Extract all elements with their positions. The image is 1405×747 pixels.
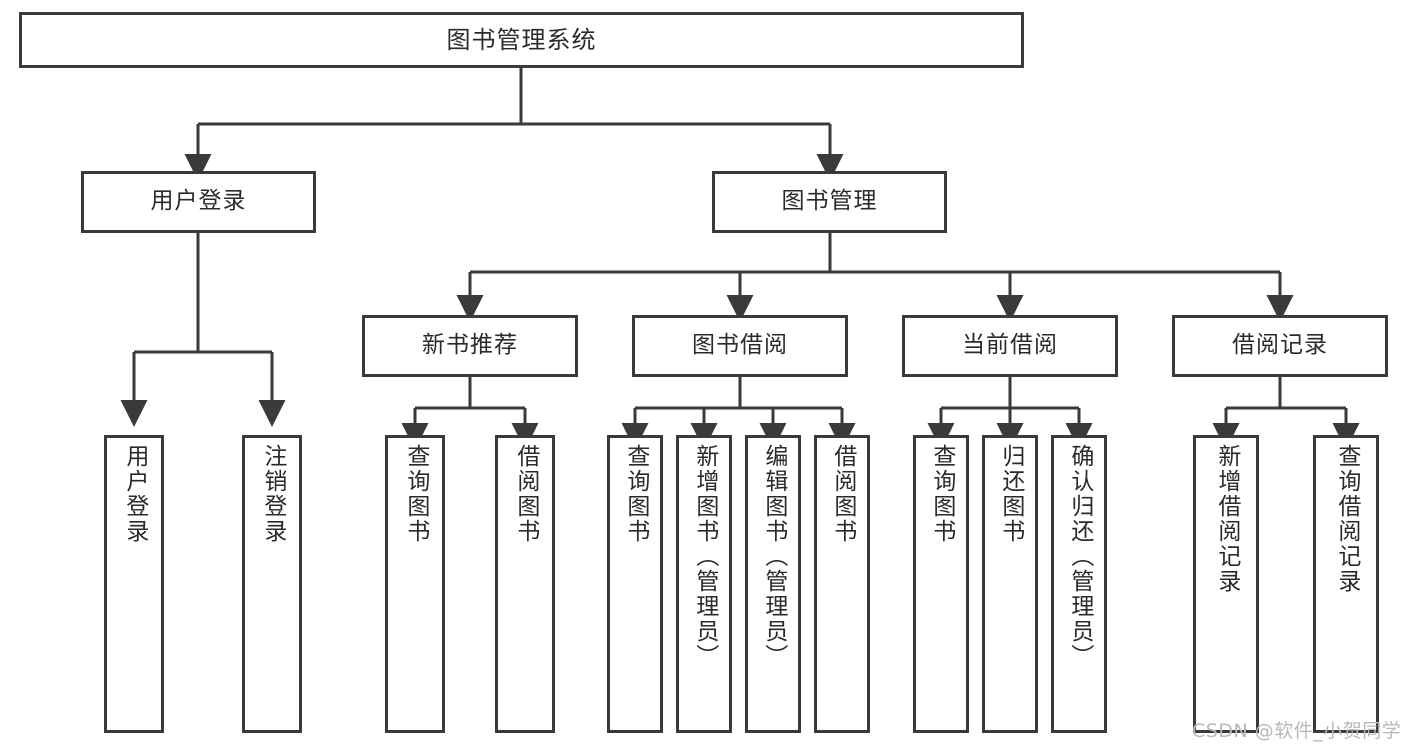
node-label: 归还图书	[997, 444, 1024, 544]
leaf-borrow-add-book-admin[interactable]: 新增图书（管理员）	[676, 435, 732, 733]
node-book-management[interactable]: 图书管理	[712, 171, 947, 233]
leaf-borrow-borrow-book[interactable]: 借阅图书	[814, 435, 870, 733]
node-label: 图书管理系统	[446, 25, 597, 54]
node-label: 用户登录	[121, 444, 148, 544]
leaf-current-query-book[interactable]: 查询图书	[913, 435, 969, 733]
node-user-login[interactable]: 用户登录	[81, 171, 316, 233]
node-label: 图书借阅	[692, 332, 788, 359]
node-root-system[interactable]: 图书管理系统	[19, 12, 1024, 68]
leaf-record-query-record[interactable]: 查询借阅记录	[1313, 435, 1379, 733]
node-label: 当前借阅	[962, 332, 1058, 359]
node-label: 编辑图书（管理员）	[760, 444, 787, 669]
node-label: 借阅图书	[829, 444, 856, 544]
node-label: 查询图书	[622, 444, 649, 544]
node-current-borrow[interactable]: 当前借阅	[902, 315, 1118, 377]
node-label: 查询图书	[402, 444, 429, 544]
node-label: 新书推荐	[422, 332, 518, 359]
node-label: 图书管理	[781, 188, 878, 215]
leaf-record-add-record[interactable]: 新增借阅记录	[1193, 435, 1259, 733]
node-label: 确认归还（管理员）	[1066, 444, 1093, 669]
leaf-borrow-edit-book-admin[interactable]: 编辑图书（管理员）	[745, 435, 801, 733]
node-label: 注销登录	[259, 444, 286, 544]
leaf-user-login-login[interactable]: 用户登录	[104, 435, 164, 733]
node-label: 借阅图书	[512, 444, 539, 544]
node-label: 查询借阅记录	[1333, 444, 1360, 594]
node-borrow-record[interactable]: 借阅记录	[1172, 315, 1388, 377]
csdn-watermark: CSDN @软件_小贺同学	[1192, 720, 1402, 742]
leaf-borrow-query-book[interactable]: 查询图书	[607, 435, 663, 733]
leaf-user-login-logout[interactable]: 注销登录	[242, 435, 302, 733]
leaf-recommend-query-book[interactable]: 查询图书	[385, 435, 445, 733]
node-label: 查询图书	[928, 444, 955, 544]
leaf-current-return-book[interactable]: 归还图书	[982, 435, 1038, 733]
node-book-borrow[interactable]: 图书借阅	[632, 315, 848, 377]
node-label: 用户登录	[150, 188, 247, 215]
node-label: 新增图书（管理员）	[691, 444, 718, 669]
leaf-current-confirm-return-admin[interactable]: 确认归还（管理员）	[1051, 435, 1107, 733]
node-new-book-recommend[interactable]: 新书推荐	[362, 315, 578, 377]
leaf-recommend-borrow-book[interactable]: 借阅图书	[495, 435, 555, 733]
node-label: 借阅记录	[1232, 332, 1328, 359]
node-label: 新增借阅记录	[1213, 444, 1240, 594]
